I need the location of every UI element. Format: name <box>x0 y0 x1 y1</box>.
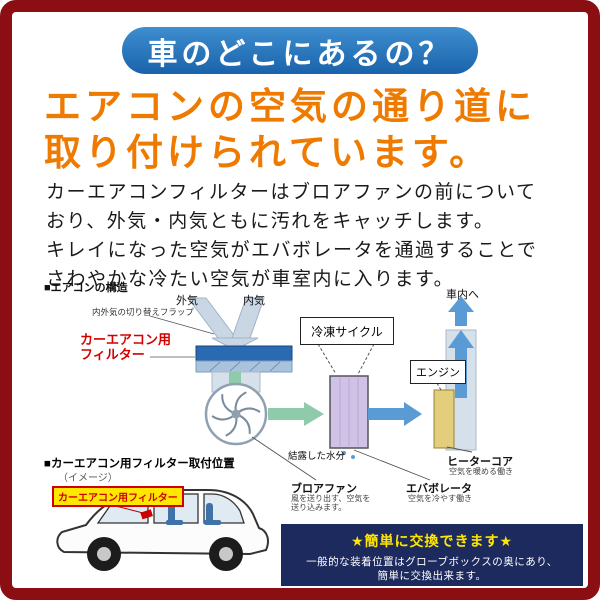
intro-line: キレイになった空気がエバボレータを通過することで <box>46 240 538 261</box>
engine-label: エンジン <box>416 367 460 379</box>
airflow-right-arrow-icon <box>268 402 324 426</box>
label-blower-fan-note1: 風を送り出す、空気を <box>291 494 371 503</box>
refrigeration-cycle-label: 冷凍サイクル <box>311 324 383 339</box>
headline: エアコンの空気の通り道に 取り付けられています。 <box>44 84 536 176</box>
headline-line2: 取り付けられています。 <box>44 132 491 173</box>
label-evaporator: エバボレータ <box>406 483 472 495</box>
headline-line1: エアコンの空気の通り道に <box>44 86 536 127</box>
label-cabin-filter-line1: カーエアコン用 <box>80 332 172 347</box>
diagram-section-title: ■エアコンの構造 <box>44 282 128 294</box>
label-heater-core: ヒーターコア <box>447 456 513 468</box>
mount-section-subtitle: （イメージ） <box>58 473 118 484</box>
cabin-filter-icon <box>195 345 293 373</box>
label-blower-fan: ブロアファン <box>291 483 357 495</box>
filter-duct <box>211 371 261 393</box>
cabin-duct <box>445 329 477 451</box>
mount-section-title: ■カーエアコン用フィルター取付位置 <box>44 458 235 470</box>
banner-title: 車のどこにあるの？ <box>147 37 453 71</box>
replacement-info-title: ★簡単に交換できます★ <box>350 533 514 549</box>
label-inside-air: 内気 <box>243 295 265 307</box>
car-filter-tag: カーエアコン用フィルター <box>52 486 184 507</box>
intro-line: さわやかな冷たい空気が車室内に入ります。 <box>46 269 455 290</box>
label-cabin-filter-line2: フィルター <box>80 347 145 362</box>
label-evaporator-note: 空気を冷やす働き <box>408 494 472 503</box>
intro-paragraph: カーエアコンフィルターはブロアファンの前について おり、外気・内気ともに汚れをキ… <box>46 178 537 294</box>
label-condensation: 結露した水分 <box>288 451 346 462</box>
label-heater-core-note: 空気を暖める働き <box>449 467 513 476</box>
intro-line: カーエアコンフィルターはブロアファンの前について <box>46 182 537 203</box>
replacement-info-line1: 一般的な装着位置はグローブボックスの奥にあり、 <box>306 556 558 568</box>
intro-line: おり、外気・内気ともに汚れをキャッチします。 <box>46 211 495 232</box>
evaporator-icon <box>329 375 369 449</box>
label-to-cabin: 車内へ <box>446 289 479 301</box>
replacement-info-line2: 簡単に交換出来ます。 <box>377 570 487 582</box>
heater-core-icon <box>433 389 455 449</box>
blower-fan-icon <box>204 382 268 446</box>
engine-box: エンジン <box>410 360 466 384</box>
airflow-down-arrow-icon <box>221 372 249 400</box>
label-cabin-filter: カーエアコン用 フィルター <box>80 332 171 362</box>
label-pointer-lines <box>251 436 473 481</box>
replacement-info-box: ★簡単に交換できます★ 一般的な装着位置はグローブボックスの奥にあり、 簡単に交… <box>281 524 583 586</box>
label-blower-fan-note2: 送り込みます。 <box>291 503 347 512</box>
filter-location-marker <box>140 509 153 520</box>
label-flap-note: 内外気の切り替えフラップ <box>92 307 194 317</box>
banner: 車のどこにあるの？ <box>122 27 478 74</box>
refrigeration-cycle-box: 冷凍サイクル <box>300 317 394 345</box>
